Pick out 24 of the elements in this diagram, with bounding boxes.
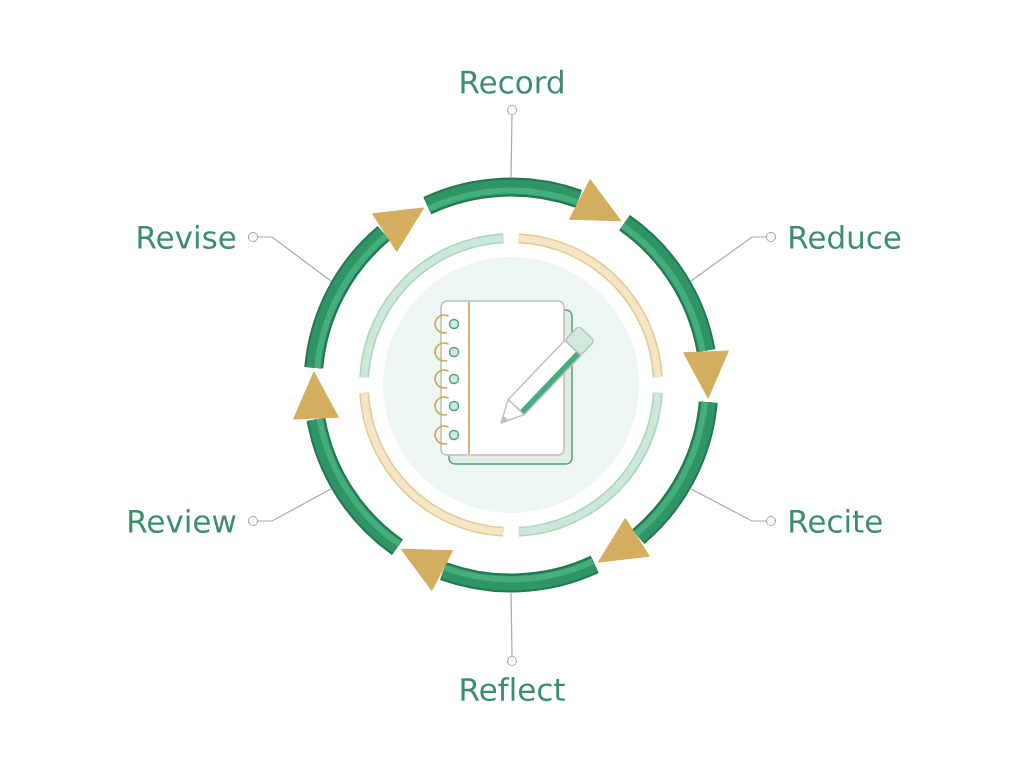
- ring-arc: [440, 555, 599, 593]
- ring-arc: [306, 417, 404, 555]
- stage-label: Reduce: [790, 225, 901, 249]
- stage-label: Record: [461, 69, 563, 94]
- arrow: [372, 207, 425, 252]
- leader-line: [690, 488, 767, 522]
- leader-line: [510, 114, 513, 179]
- leader-line: [690, 236, 767, 282]
- arrow: [400, 548, 453, 591]
- leader-line: [510, 591, 513, 657]
- ring-arc: [631, 401, 718, 544]
- stage-label: Recite: [790, 509, 882, 533]
- leader-line: [257, 236, 332, 282]
- arrow: [597, 518, 650, 563]
- arrow: [569, 179, 622, 222]
- arrow: [683, 350, 729, 399]
- stage-label: Reflect: [461, 677, 565, 702]
- stage-label: Review: [129, 509, 236, 533]
- ring-arc: [423, 177, 582, 215]
- ring-arc: [304, 226, 391, 369]
- leader-line: [257, 488, 332, 522]
- ring-arc: [618, 215, 716, 353]
- arrow: [293, 371, 339, 420]
- stage-label: Revise: [138, 225, 236, 249]
